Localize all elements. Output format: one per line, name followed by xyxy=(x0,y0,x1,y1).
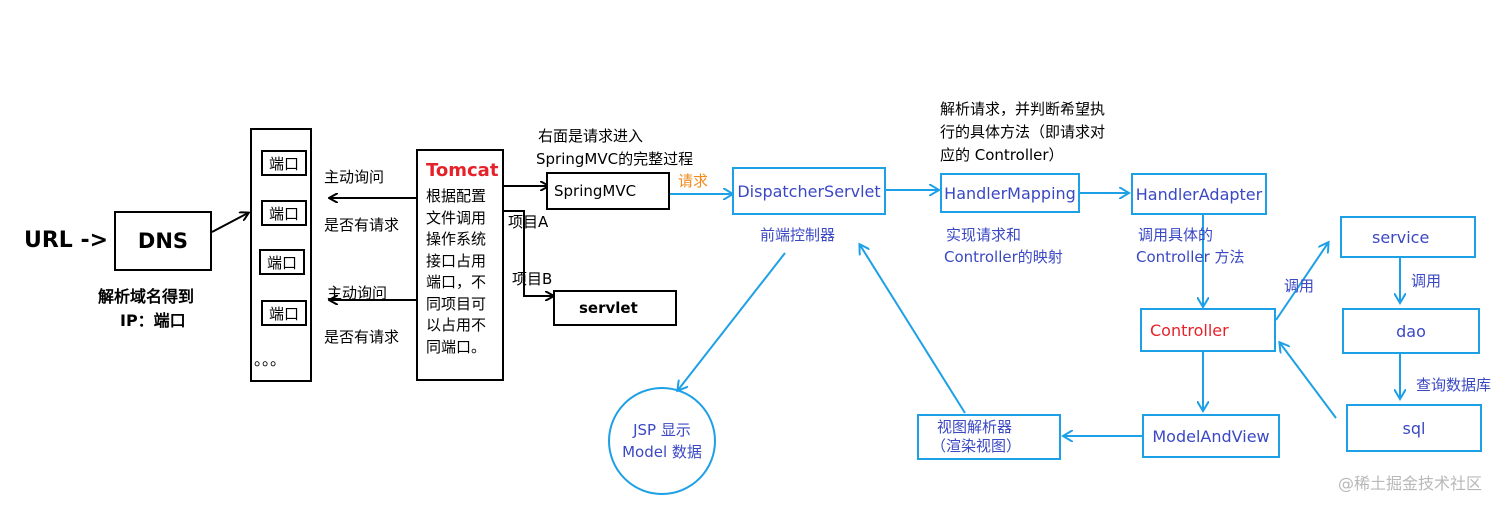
tomcat-line: 文件调用 xyxy=(426,208,487,227)
arrow-tomcat-to-servlet xyxy=(503,210,553,296)
watermark: @稀土掘金技术社区 xyxy=(1338,474,1483,493)
project-a-label: 项目A xyxy=(508,213,549,231)
query-db-label: 查询数据库 xyxy=(1416,376,1492,394)
tomcat-box xyxy=(416,149,504,381)
sql-label: sql xyxy=(1402,418,1426,438)
jsp-line1: JSP 显示 xyxy=(633,421,691,439)
handler-mapping-caption-line2: Controller的映射 xyxy=(944,248,1063,266)
mapping-note-line2: 行的具体方法（即请求对 xyxy=(940,123,1106,141)
springmvc-note-line2: SpringMVC的完整过程 xyxy=(536,150,694,168)
jsp-line2: Model 数据 xyxy=(622,443,702,461)
view-resolver-box: 视图解析器 （渲染视图） xyxy=(917,414,1061,460)
controller-box: Controller xyxy=(1140,308,1276,352)
handler-adapter-caption-line2: Controller 方法 xyxy=(1136,248,1245,266)
jsp-circle: JSP 显示 Model 数据 xyxy=(608,387,716,495)
port-label: 端口 xyxy=(268,204,299,223)
controller-label: Controller xyxy=(1150,320,1229,340)
project-b-label: 项目B xyxy=(512,270,553,288)
tomcat-line: 接口占用 xyxy=(426,251,487,270)
arrow-sql-to-controller xyxy=(1280,343,1337,419)
port-label: 端口 xyxy=(266,253,297,272)
model-and-view-label: ModelAndView xyxy=(1152,426,1270,446)
dns-caption-line2: IP：端口 xyxy=(120,311,186,330)
service-label: service xyxy=(1372,227,1430,247)
handler-adapter-box: HandlerAdapter xyxy=(1131,173,1267,215)
dispatcher-servlet-box: DispatcherServlet xyxy=(732,167,886,215)
tomcat-line: 以占用不 xyxy=(426,316,487,334)
dns-caption-line1: 解析域名得到 xyxy=(98,287,195,306)
springmvc-note-line1: 右面是请求进入 xyxy=(538,127,644,145)
model-and-view-box: ModelAndView xyxy=(1142,414,1280,458)
ask-top-line1: 主动询问 xyxy=(324,168,385,186)
tomcat-line: 同端口。 xyxy=(426,337,487,356)
arrow-viewresolver-to-dispatcher xyxy=(860,245,966,414)
port-box-2: 端口 xyxy=(261,200,307,226)
tomcat-title: Tomcat xyxy=(426,160,499,181)
call-label-service-dao: 调用 xyxy=(1411,272,1442,290)
tomcat-line: 操作系统 xyxy=(426,230,487,248)
port-box-3: 端口 xyxy=(259,249,305,275)
call-label-controller-service: 调用 xyxy=(1284,277,1315,295)
request-label: 请求 xyxy=(678,172,709,190)
springmvc-box: SpringMVC xyxy=(546,172,670,210)
dns-label: DNS xyxy=(137,229,189,253)
tomcat-line: 端口，不 xyxy=(426,273,487,291)
dispatcher-servlet-label: DispatcherServlet xyxy=(737,181,881,201)
tomcat-line: 根据配置 xyxy=(426,187,487,205)
handler-mapping-label: HandlerMapping xyxy=(944,183,1076,203)
handler-adapter-label: HandlerAdapter xyxy=(1135,184,1263,204)
handler-mapping-caption-line1: 实现请求和 xyxy=(946,226,1022,244)
mapping-note-line1: 解析请求，并判断希望执 xyxy=(940,100,1106,118)
tomcat-description: 根据配置 文件调用 操作系统 接口占用 端口，不 同项目可 以占用不 同端口。 xyxy=(426,186,500,358)
dao-label: dao xyxy=(1396,321,1426,341)
handler-adapter-caption-line1: 调用具体的 xyxy=(1138,226,1214,244)
port-label: 端口 xyxy=(268,304,299,323)
arrow-dispatcher-to-jsp xyxy=(678,252,786,390)
ports-ellipsis: 。。。 xyxy=(254,350,287,369)
springmvc-label: SpringMVC xyxy=(554,182,637,200)
dispatcher-caption: 前端控制器 xyxy=(760,226,836,244)
arrow-controller-to-service xyxy=(1275,243,1328,321)
ask-bottom-line2: 是否有请求 xyxy=(324,328,400,346)
view-resolver-line1: 视图解析器 xyxy=(937,418,1013,436)
mapping-note-line3: 应的 Controller） xyxy=(940,146,1064,164)
view-resolver-line2: （渲染视图） xyxy=(931,437,1022,455)
arrow-dns-to-ports xyxy=(211,213,248,233)
servlet-label: servlet xyxy=(579,299,638,317)
sql-box: sql xyxy=(1346,404,1482,452)
dao-box: dao xyxy=(1342,308,1480,354)
url-label: URL -> xyxy=(24,228,109,253)
dns-box: DNS xyxy=(114,211,212,271)
port-box-4: 端口 xyxy=(261,300,307,326)
handler-mapping-box: HandlerMapping xyxy=(940,173,1080,213)
port-label: 端口 xyxy=(268,154,299,173)
port-box-1: 端口 xyxy=(261,150,307,176)
servlet-box: servlet xyxy=(553,290,677,326)
tomcat-line: 同项目可 xyxy=(426,294,487,313)
ask-bottom-line1: 主动询问 xyxy=(327,284,388,302)
ask-top-line2: 是否有请求 xyxy=(324,216,400,234)
service-box: service xyxy=(1340,216,1476,258)
